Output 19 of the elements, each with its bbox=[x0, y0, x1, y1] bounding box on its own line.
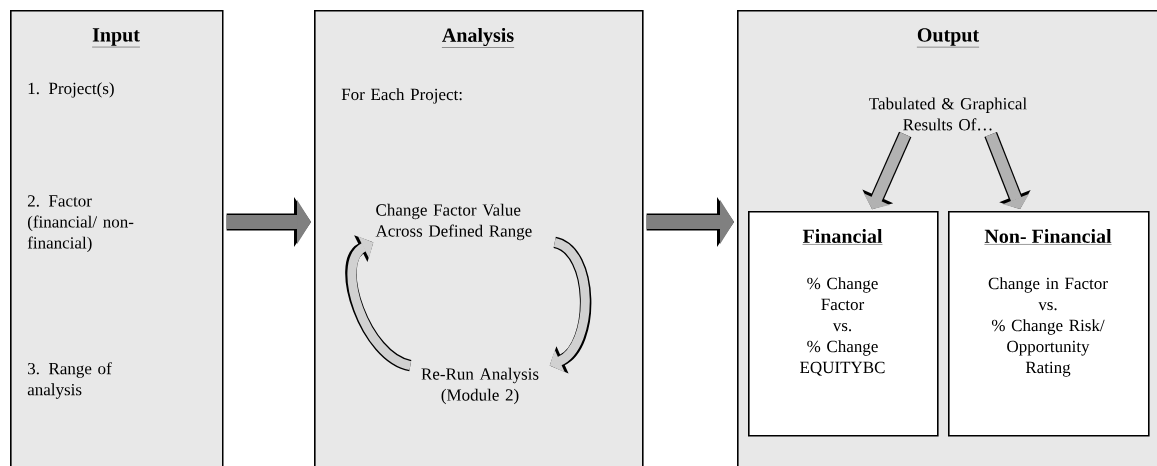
step-text: Re-Run Analysis (Module 2) bbox=[421, 367, 539, 405]
curved-arrow bbox=[345, 235, 413, 372]
panel-heading: Input bbox=[91, 28, 141, 48]
step-text: Tabulated & Graphical Results Of… bbox=[869, 97, 1027, 131]
result-box bbox=[748, 211, 939, 437]
panel-heading: Non- Financial bbox=[984, 228, 1112, 245]
step-text: Change Factor Value Across Defined Range bbox=[375, 203, 532, 241]
list-item: 2. Factor (financial/ non-financial) bbox=[27, 195, 134, 253]
panel bbox=[10, 10, 224, 466]
body-text: For Each Project: bbox=[341, 88, 462, 104]
result-box bbox=[948, 211, 1150, 437]
body-text: % Change Factor vs. % Change EQUITYBC bbox=[800, 277, 885, 376]
list-item: 3. Range of analysis bbox=[27, 362, 112, 399]
body-text: Change in Factor vs. % Change Risk/ Opportunity Rating bbox=[988, 277, 1108, 377]
panel bbox=[314, 10, 644, 466]
list-item: 1. Project(s) bbox=[28, 82, 114, 98]
panel-heading: Output bbox=[916, 28, 980, 48]
panel-heading: Analysis bbox=[441, 27, 515, 48]
panel-heading: Financial bbox=[802, 228, 883, 245]
